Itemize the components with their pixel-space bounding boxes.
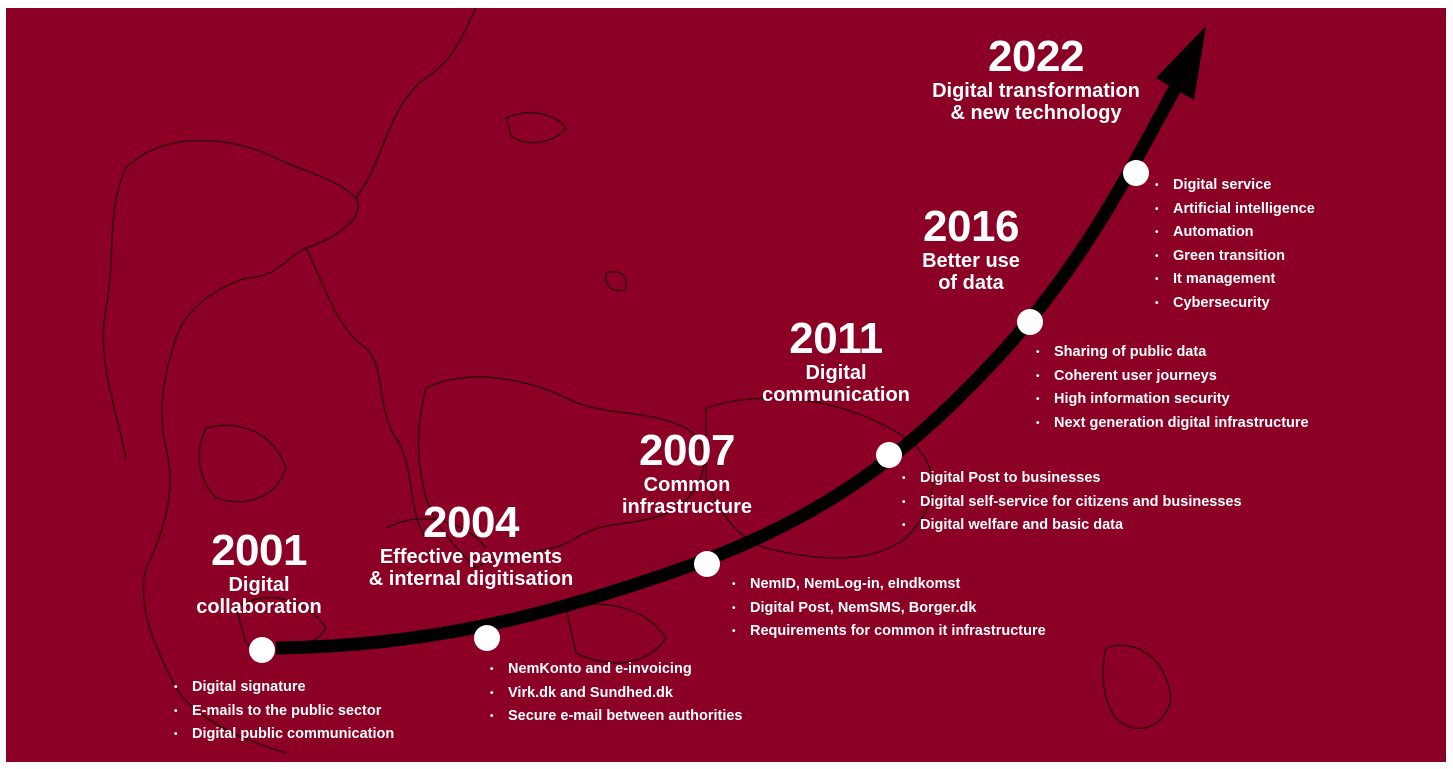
bullet-item: NemKonto and e-invoicing — [490, 658, 743, 682]
milestone-bullets-2001: Digital signature E-mails to the public … — [174, 676, 394, 747]
milestone-dot-2011 — [876, 442, 902, 468]
bullet-item: Cybersecurity — [1155, 292, 1315, 316]
bullet-item: Requirements for common it infrastructur… — [732, 620, 1046, 644]
milestone-title-line-2: communication — [762, 384, 910, 406]
milestone-title-line-1: Digital — [228, 574, 290, 596]
milestone-2007: 2007 Common infrastructure — [594, 426, 780, 519]
milestone-year: 2001 — [211, 526, 307, 575]
milestone-title-line-1: Better use — [922, 250, 1020, 272]
milestone-dot-2001 — [249, 637, 275, 663]
bullet-item: Secure e-mail between authorities — [490, 705, 743, 729]
bullet-item: High information security — [1036, 388, 1309, 412]
bullet-item: It management — [1155, 268, 1315, 292]
bullet-item: Digital public communication — [174, 723, 394, 747]
milestone-dot-2022 — [1123, 160, 1149, 186]
bullet-item: Virk.dk and Sundhed.dk — [490, 682, 743, 706]
bullet-item: Digital service — [1155, 174, 1315, 198]
milestone-title-line-2: of data — [938, 272, 1004, 294]
bullet-item: Sharing of public data — [1036, 341, 1309, 365]
milestone-bullets-2004: NemKonto and e-invoicing Virk.dk and Sun… — [490, 658, 743, 729]
milestone-title-line-2: infrastructure — [621, 496, 753, 518]
bullet-item: NemID, NemLog-in, eIndkomst — [732, 573, 1046, 597]
bullet-item: Digital signature — [174, 676, 394, 700]
milestone-2011: 2011 Digital communication — [746, 314, 926, 407]
milestone-title-line-1: Digital — [805, 362, 867, 384]
milestone-2004: 2004 Effective payments & internal digit… — [346, 498, 596, 591]
bullet-item: Digital Post to businesses — [902, 467, 1242, 491]
bullet-item: E-mails to the public sector — [174, 700, 394, 724]
bullet-item: Coherent user journeys — [1036, 365, 1309, 389]
milestone-bullets-2016: Sharing of public data Coherent user jou… — [1036, 341, 1309, 435]
bullet-item: Next generation digital infrastructure — [1036, 412, 1309, 436]
milestone-title-line-2: & internal digitisation — [368, 568, 574, 590]
milestone-dot-2004 — [474, 625, 500, 651]
milestone-2022: 2022 Digital transformation & new techno… — [906, 32, 1166, 125]
milestone-title-line-1: Effective payments — [379, 546, 563, 568]
bullet-item: Artificial intelligence — [1155, 198, 1315, 222]
milestone-title-line-2: & new technology — [950, 102, 1122, 124]
timeline-slide: 2001 Digital collaboration Digital signa… — [6, 8, 1446, 762]
milestone-bullets-2007: NemID, NemLog-in, eIndkomst Digital Post… — [732, 573, 1046, 644]
milestone-title-line-1: Digital transformation — [932, 80, 1140, 102]
growth-curve-line — [275, 79, 1184, 655]
milestone-year: 2004 — [423, 498, 519, 547]
milestone-bullets-2022: Digital service Artificial intelligence … — [1155, 174, 1315, 315]
bullet-item: Automation — [1155, 221, 1315, 245]
bullet-item: Digital Post, NemSMS, Borger.dk — [732, 597, 1046, 621]
milestone-year: 2022 — [988, 32, 1084, 81]
milestone-title-line-2: collaboration — [196, 596, 322, 618]
arrow-head-icon — [1156, 26, 1206, 100]
milestone-2001: 2001 Digital collaboration — [166, 526, 352, 619]
milestone-title-line-1: Common — [643, 474, 731, 496]
bullet-item: Digital self-service for citizens and bu… — [902, 491, 1242, 515]
milestone-2016: 2016 Better use of data — [896, 202, 1046, 295]
milestone-year: 2007 — [639, 426, 735, 475]
milestone-bullets-2011: Digital Post to businesses Digital self-… — [902, 467, 1242, 538]
milestone-year: 2011 — [789, 314, 883, 363]
bullet-item: Green transition — [1155, 245, 1315, 269]
milestone-year: 2016 — [923, 202, 1019, 251]
bullet-item: Digital welfare and basic data — [902, 514, 1242, 538]
milestone-dot-2016 — [1017, 309, 1043, 335]
milestone-dot-2007 — [694, 551, 720, 577]
growth-curve — [275, 26, 1206, 655]
